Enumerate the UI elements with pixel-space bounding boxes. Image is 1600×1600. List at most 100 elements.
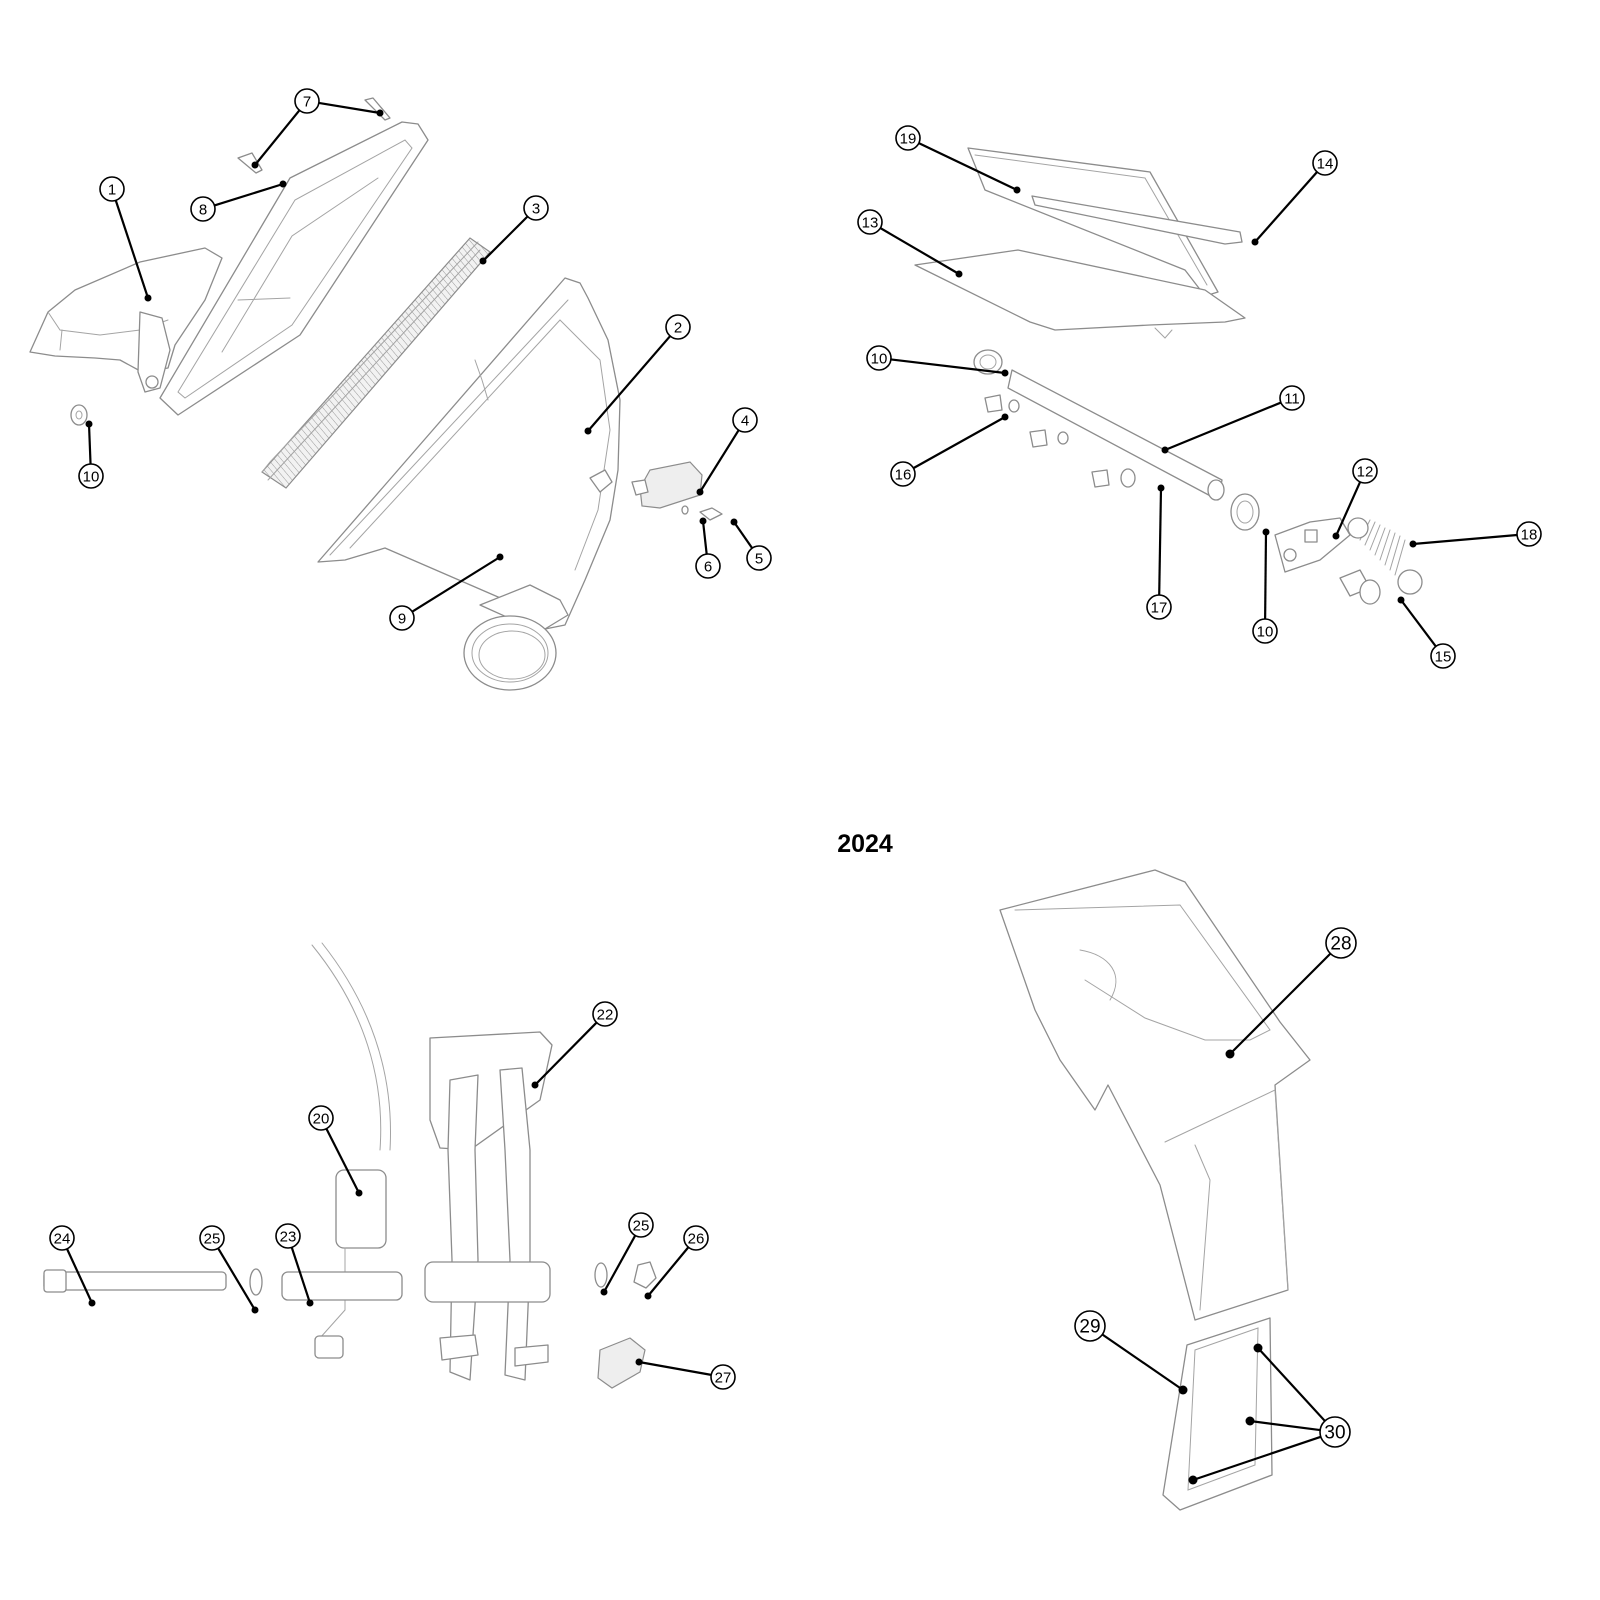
- callout-c11: 11: [1161, 385, 1305, 454]
- callout-number: 18: [1521, 527, 1538, 544]
- callout-circle: [49, 1225, 75, 1251]
- callout-number: 29: [1079, 1317, 1100, 1338]
- callout-circle: [1074, 1310, 1106, 1342]
- callout-c2: 2: [584, 314, 691, 435]
- shaft-part-11: [1007, 369, 1225, 501]
- leader-line: [1229, 952, 1332, 1055]
- leader-dot: [1161, 446, 1169, 454]
- inlet-snorkel-part: [29, 247, 223, 393]
- leader-dot: [1001, 369, 1009, 377]
- callout-circle: [628, 1212, 654, 1238]
- leader-line: [918, 142, 1018, 191]
- leader-line: [318, 101, 381, 115]
- callout-number: 16: [895, 467, 912, 484]
- leader-line: [603, 1234, 637, 1293]
- callout-c6: 6: [695, 517, 721, 579]
- callout-number: 13: [862, 215, 879, 232]
- bolt-part-15: [1339, 569, 1381, 605]
- leader-dot: [1157, 484, 1165, 492]
- leader-line: [733, 521, 754, 549]
- panel-linkage-assembly: [914, 147, 1423, 605]
- leader-line: [482, 215, 529, 262]
- callout-circle: [1516, 521, 1542, 547]
- leader-dot: [144, 294, 152, 302]
- leader-line: [587, 335, 671, 432]
- leader-dot: [531, 1081, 539, 1089]
- callout-circle: [1325, 927, 1357, 959]
- callout-number: 10: [1257, 624, 1274, 641]
- leader-dot: [635, 1358, 643, 1366]
- callout-number: 30: [1324, 1423, 1345, 1444]
- callout-circle: [1146, 594, 1172, 620]
- leader-dot: [1245, 1416, 1255, 1426]
- callout-circle: [1430, 643, 1456, 669]
- leader-dot: [696, 488, 704, 496]
- leader-dot: [1332, 532, 1340, 540]
- callout-number: 3: [532, 201, 540, 218]
- callout-c13: 13: [857, 209, 963, 278]
- callout-c3: 3: [479, 195, 549, 265]
- callout-number: 10: [871, 351, 888, 368]
- leader-line: [890, 358, 1006, 375]
- airbox-assembly: [29, 97, 723, 691]
- spring-part-18: [1347, 517, 1423, 595]
- leader-line: [1400, 599, 1437, 648]
- pin-part-6: [681, 505, 689, 515]
- leader-dot: [1262, 528, 1270, 536]
- plate-part-13: [914, 249, 1246, 339]
- callout-number: 22: [597, 1007, 614, 1024]
- intake-duct-assembly: [999, 869, 1311, 1511]
- spring-part-27: [597, 1337, 646, 1389]
- callout-circle: [746, 545, 772, 571]
- leader-dot: [1001, 413, 1009, 421]
- callout-c30: 30: [1188, 1343, 1351, 1485]
- leader-line: [214, 182, 284, 207]
- leader-dot: [85, 420, 93, 428]
- leader-line: [1158, 487, 1163, 596]
- cable-part-20: [311, 942, 391, 1359]
- leader-line: [1101, 1333, 1184, 1391]
- callout-number: 1: [108, 182, 116, 199]
- callout-circle: [1279, 385, 1305, 411]
- callout-c27: 27: [635, 1358, 736, 1390]
- callout-number: 20: [313, 1111, 330, 1128]
- callout-c7: 7: [251, 88, 384, 169]
- callout-circle: [308, 1105, 334, 1131]
- callout-number: 10: [83, 469, 100, 486]
- callout-circle: [895, 125, 921, 151]
- leader-dot: [479, 257, 487, 265]
- leader-line: [411, 556, 501, 613]
- callout-number: 28: [1330, 934, 1351, 955]
- callout-circle: [665, 314, 691, 340]
- leader-line: [1334, 481, 1362, 537]
- leader-dot: [600, 1288, 608, 1296]
- callout-c19: 19: [895, 125, 1021, 194]
- callout-circle: [78, 463, 104, 489]
- callout-number: 4: [741, 413, 749, 430]
- callout-c29: 29: [1074, 1310, 1188, 1395]
- callout-number: 14: [1317, 156, 1334, 173]
- washer-part-25: [249, 1262, 608, 1296]
- leader-dot: [1253, 1343, 1263, 1353]
- leader-line: [1249, 1419, 1321, 1432]
- bolt-part-16: [984, 394, 1110, 488]
- bolt-part-5: [699, 507, 723, 521]
- leader-dot: [584, 427, 592, 435]
- callout-number: 12: [1357, 464, 1374, 481]
- callout-number: 27: [715, 1370, 732, 1387]
- leader-line: [66, 1248, 93, 1304]
- leader-line: [699, 429, 740, 493]
- leader-line: [1192, 1435, 1322, 1482]
- callout-c5: 5: [730, 518, 772, 571]
- callout-c25a: 25: [199, 1225, 259, 1314]
- leader-line: [912, 416, 1006, 470]
- leader-line: [1164, 401, 1282, 452]
- callout-c4: 4: [696, 407, 758, 496]
- callout-circle: [857, 209, 883, 235]
- leader-line: [647, 1246, 690, 1297]
- callout-c28: 28: [1225, 927, 1357, 1059]
- callout-circle: [592, 1001, 618, 1027]
- leader-line: [254, 109, 301, 166]
- leader-line: [1257, 1347, 1326, 1422]
